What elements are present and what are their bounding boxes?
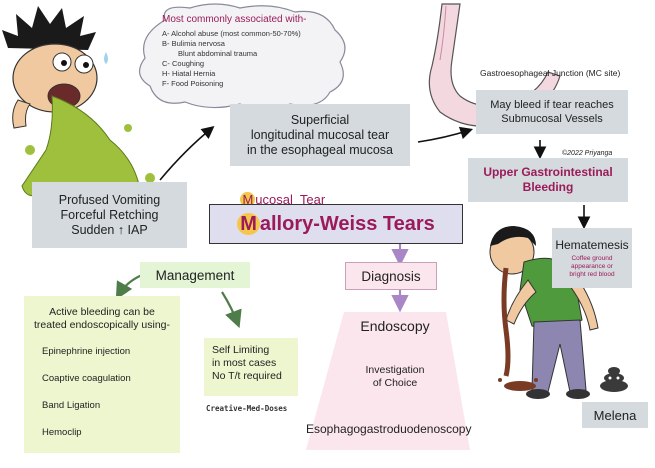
self-limiting-line: No T/t required — [212, 370, 282, 382]
cloud-title: Most commonly associated with- — [162, 14, 307, 25]
hematemesis-box: Hematemesis Coffee ground appearance or … — [552, 228, 632, 288]
endoscopic-treatment-box: Active bleeding can be treated endoscopi… — [24, 296, 180, 453]
endoscopic-item: Epinephrine injection — [42, 346, 131, 357]
endoscopic-item: Band Ligation — [42, 400, 101, 411]
tear-line: longitudinal mucosal tear — [250, 127, 390, 142]
cloud-text: Most commonly associated with- A- Alcoho… — [162, 14, 342, 89]
hematemesis-desc: appearance or — [571, 262, 613, 270]
causes-line: Sudden ↑ IAP — [71, 222, 148, 237]
ugib-box: Upper Gastrointestinal Bleeding — [468, 158, 628, 202]
bleed-line: Submucosal Vessels — [501, 113, 603, 125]
endoscopic-item: Hemoclip — [42, 427, 82, 438]
egd-label: Esophagogastroduodenoscopy — [306, 422, 472, 436]
cloud-item: B- Bulimia nervosa — [162, 39, 225, 48]
cloud-item: H- Hiatal Hernia — [162, 69, 216, 78]
copyright-text: ©2022 Priyanga — [562, 150, 613, 157]
tear-line: Superficial — [290, 112, 350, 127]
ge-junction-label: Gastroesophageal Junction (MC site) — [480, 68, 621, 78]
causes-line: Forceful Retching — [60, 207, 159, 222]
vomiting-man-illustration — [2, 6, 155, 203]
arrow-tear-to-stomach — [417, 126, 474, 143]
investigation-label: Investigation of Choice — [330, 364, 460, 390]
credit-text: Creative-Med-Doses — [206, 404, 288, 413]
cloud-item: Blunt abdominal trauma — [178, 49, 258, 58]
cloud-item: C- Coughing — [162, 59, 205, 68]
endoscopic-item: Coaptive coagulation — [42, 373, 131, 384]
diagnosis-pyramid — [306, 312, 470, 450]
diagnosis-label: Diagnosis — [345, 262, 437, 290]
management-label: Management — [140, 262, 250, 288]
main-title-rest: allory-Weiss Tears — [259, 212, 435, 235]
mucosal-tear-rest: ucosal Tear — [255, 192, 326, 207]
endoscopic-line: treated endoscopically using- — [34, 319, 170, 331]
ugib-line: Bleeding — [522, 180, 574, 194]
hematemesis-desc: Coffee ground — [571, 254, 613, 262]
arrow-management-left — [115, 273, 143, 300]
cloud-item: A- Alcohol abuse (most common-50-70%) — [162, 29, 301, 38]
ugib-line: Upper Gastrointestinal — [483, 165, 613, 179]
endoscopy-label: Endoscopy — [360, 318, 430, 334]
cloud-shape — [139, 3, 346, 110]
self-limiting-line: Self Limiting — [212, 344, 270, 356]
self-limiting-box: Self Limiting in most cases No T/t requi… — [204, 338, 298, 396]
bleed-line: May bleed if tear reaches — [490, 99, 614, 111]
self-limiting-line: in most cases — [212, 357, 277, 369]
cloud-item: F- Food Poisoning — [162, 79, 224, 88]
mucosal-tear-initial: M — [240, 192, 256, 207]
main-title-initial: M — [237, 212, 260, 235]
arrow-causes-to-tear — [159, 125, 215, 181]
tear-description-box: Superficial longitudinal mucosal tear in… — [230, 104, 410, 166]
stool-icon — [600, 367, 628, 392]
melena-box: Melena — [582, 402, 648, 428]
tear-line: in the esophageal mucosa — [247, 142, 393, 157]
investigation-line: of Choice — [372, 377, 418, 389]
arrow-management-right — [221, 291, 242, 329]
bleed-box: May bleed if tear reaches Submucosal Ves… — [476, 90, 628, 134]
hematemesis-desc: bright red blood — [569, 270, 615, 278]
causes-line: Profused Vomiting — [58, 192, 161, 207]
investigation-line: Investigation — [365, 364, 425, 376]
hematemesis-title: Hematemesis — [555, 237, 629, 252]
causes-box: Profused Vomiting Forceful Retching Sudd… — [32, 182, 187, 248]
endoscopic-line: Active bleeding can be — [49, 306, 155, 318]
